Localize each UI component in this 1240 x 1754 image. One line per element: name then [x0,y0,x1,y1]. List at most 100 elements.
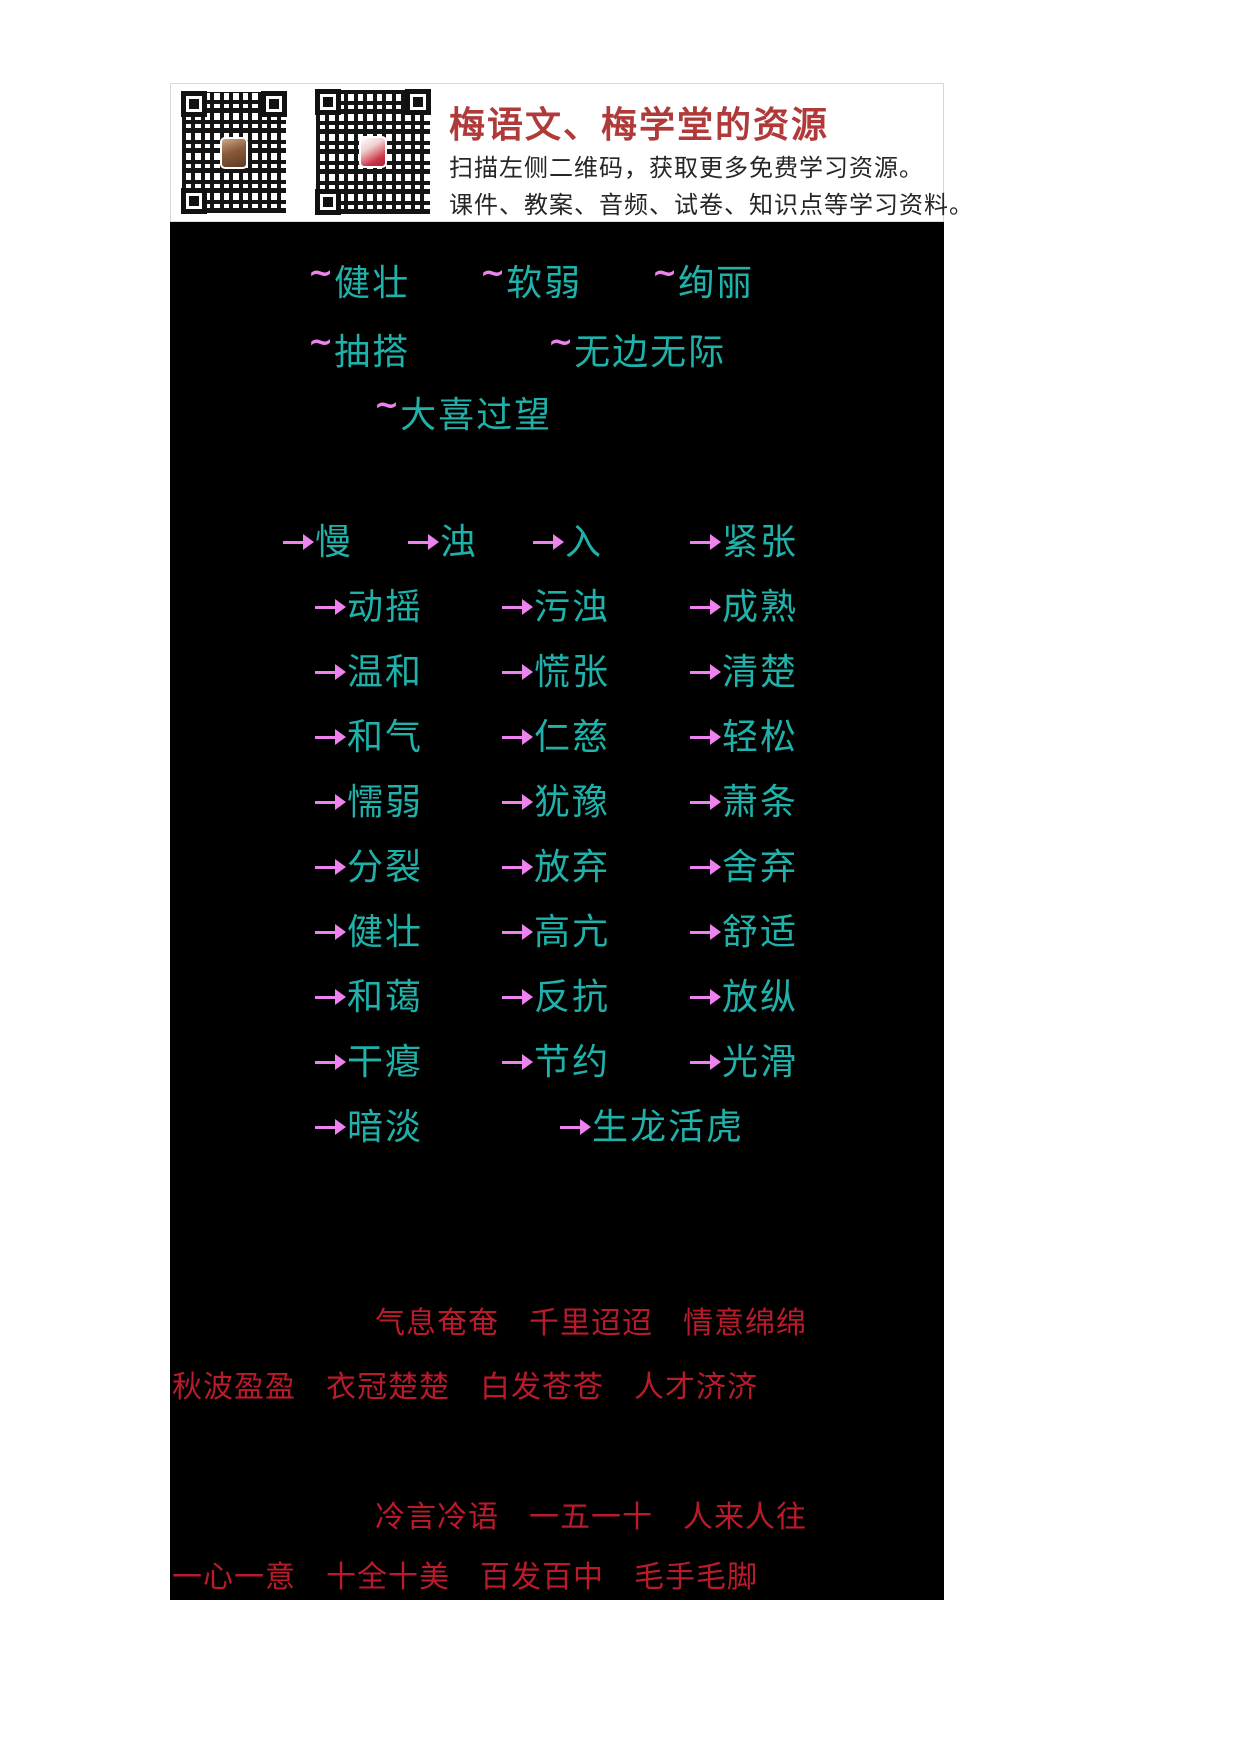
arrow-icon [533,521,565,563]
answer-word: 放弃 [534,847,611,887]
idiom: 一心一意 [172,1561,296,1594]
arrow-answer: 放纵 [690,976,798,1018]
arrow-answer: 萧条 [690,781,798,823]
answer-word: 清楚 [722,652,799,692]
answer-word: 绚丽 [678,263,755,303]
arrow-icon [502,976,534,1018]
arrow-icon [502,846,534,888]
idiom: 冷言冷语 [375,1501,499,1534]
qr-finder-icon [405,89,431,115]
arrow-icon [502,1041,534,1083]
answer-word: 高亢 [534,912,611,952]
tilde-answer: ~大喜过望 [374,388,553,436]
arrow-icon [315,1041,347,1083]
arrow-answer: 入 [533,521,603,563]
answer-word: 和蔼 [347,977,424,1017]
qr-center-logo [220,136,248,169]
answer-word: 健壮 [334,263,411,303]
idiom: 毛手毛脚 [634,1561,758,1594]
answer-word: 光滑 [722,1042,799,1082]
idiom: 十全十美 [326,1561,450,1594]
idiom: 情意绵绵 [683,1307,807,1340]
answer-word: 软弱 [506,263,583,303]
arrow-icon [690,716,722,758]
arrow-icon [502,911,534,953]
tilde-icon: ~ [652,256,678,291]
qr-finder-icon [181,91,207,117]
banner-subtitle-1: 扫描左侧二维码，获取更多免费学习资源。 [449,155,924,182]
arrow-icon [502,651,534,693]
arrow-icon [315,846,347,888]
answer-word: 健壮 [347,912,424,952]
idiom-line: 秋波盈盈 衣冠楚楚 白发苍苍 人才济济 [172,1368,758,1408]
answer-word: 动摇 [347,587,424,627]
idiom: 百发百中 [480,1561,604,1594]
arrow-answer: 成熟 [690,586,798,628]
arrow-icon [315,781,347,823]
arrow-answer: 舍弃 [690,846,798,888]
tilde-icon: ~ [374,388,400,423]
arrow-answer: 和蔼 [315,976,423,1018]
idiom-line: 冷言冷语 一五一十 人来人往 [375,1498,807,1538]
promo-banner: 梅语文、梅学堂的资源 扫描左侧二维码，获取更多免费学习资源。 课件、教案、音频、… [170,83,973,222]
qr-code-right [313,87,433,217]
answer-word: 萧条 [722,782,799,822]
idiom-line: 一心一意 十全十美 百发百中 毛手毛脚 [172,1558,758,1598]
answer-sheet: 梅语文、梅学堂的资源 扫描左侧二维码，获取更多免费学习资源。 课件、教案、音频、… [170,83,973,1600]
qr-finder-icon [315,189,341,215]
answer-word: 和气 [347,717,424,757]
arrow-answer: 节约 [502,1041,610,1083]
tilde-answer: ~健壮 [308,256,411,304]
idiom: 人才济济 [634,1371,758,1404]
arrow-icon [315,976,347,1018]
answer-word: 成熟 [722,587,799,627]
arrow-answer: 慢 [283,521,353,563]
arrow-answer: 污浊 [502,586,610,628]
arrow-icon [283,521,315,563]
answer-word: 慌张 [534,652,611,692]
arrow-answer: 生龙活虎 [560,1106,744,1148]
answer-word: 入 [565,522,604,562]
arrow-answer: 仁慈 [502,716,610,758]
tilde-answer: ~无边无际 [548,325,726,373]
answer-word: 大喜过望 [400,395,553,435]
answer-word: 污浊 [534,587,611,627]
arrow-answer: 慌张 [502,651,610,693]
tilde-answer: ~绚丽 [652,256,755,304]
answer-word: 舍弃 [722,847,799,887]
idiom-line: 气息奄奄 千里迢迢 情意绵绵 [375,1304,807,1344]
tilde-answer: ~抽搭 [308,325,411,373]
tilde-icon: ~ [548,325,574,360]
arrow-icon [408,521,440,563]
arrow-icon [690,1041,722,1083]
answer-word: 紧张 [722,522,799,562]
tilde-icon: ~ [308,256,334,291]
answer-word: 舒适 [722,912,799,952]
arrow-icon [315,911,347,953]
arrow-answer: 高亢 [502,911,610,953]
arrow-answer: 放弃 [502,846,610,888]
arrow-answer: 清楚 [690,651,798,693]
answer-word: 抽搭 [334,332,411,372]
arrow-icon [690,521,722,563]
arrow-answer: 健壮 [315,911,423,953]
arrow-answer: 犹豫 [502,781,610,823]
arrow-answer: 懦弱 [315,781,423,823]
arrow-answer: 反抗 [502,976,610,1018]
arrow-icon [315,651,347,693]
arrow-answer: 光滑 [690,1041,798,1083]
arrow-answer: 舒适 [690,911,798,953]
answer-word: 分裂 [347,847,424,887]
qr-finder-icon [315,89,341,115]
idiom: 一五一十 [529,1501,653,1534]
qr-finder-icon [261,91,287,117]
arrow-answer: 浊 [408,521,478,563]
arrow-icon [690,586,722,628]
answer-word: 节约 [534,1042,611,1082]
qr-code-left [179,89,289,216]
arrow-answer: 和气 [315,716,423,758]
qr-finder-icon [181,188,207,214]
arrow-answer: 动摇 [315,586,423,628]
arrow-icon [502,716,534,758]
